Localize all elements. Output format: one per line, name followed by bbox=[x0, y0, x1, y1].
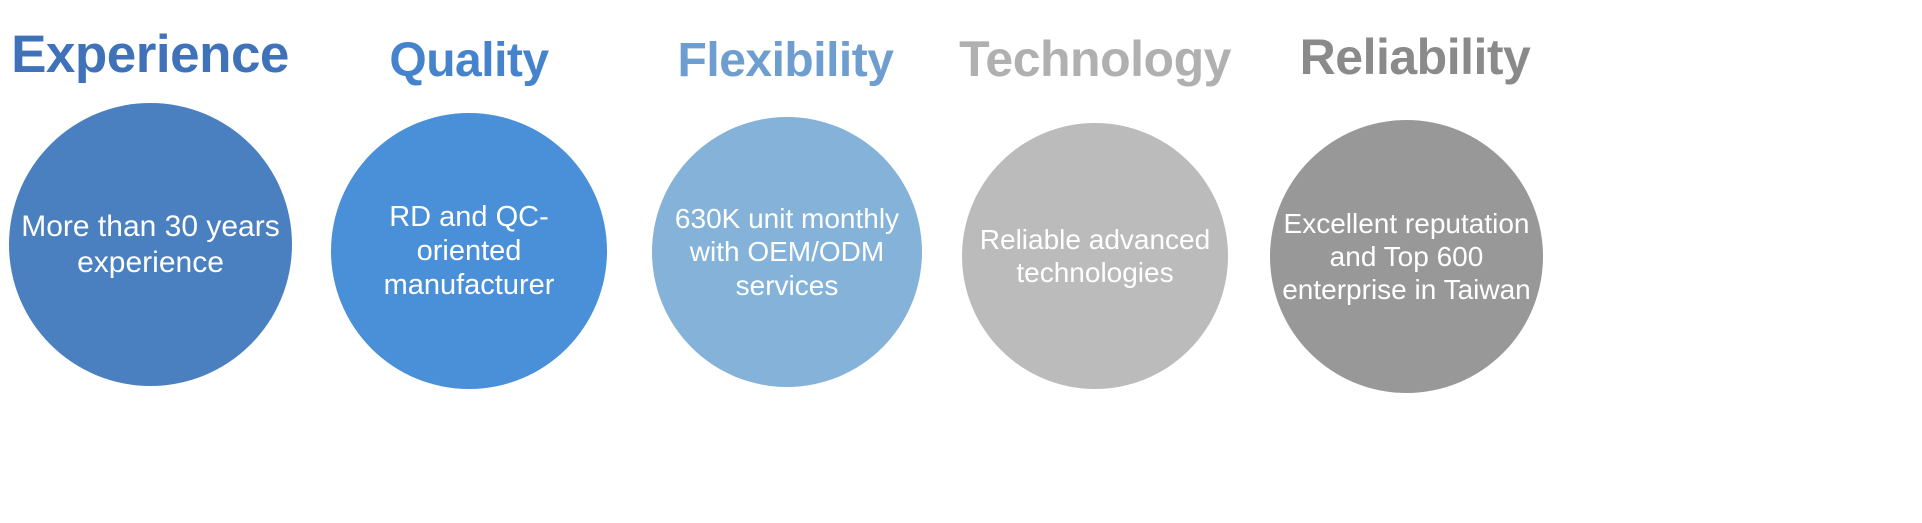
pillar-quality: Quality RD and QC-oriented manufacturer bbox=[328, 0, 610, 523]
pillar-circle-flexibility: 630K unit monthly with OEM/ODM services bbox=[652, 117, 922, 387]
pillar-caption-reliability: Excellent reputation and Top 600 enterpr… bbox=[1282, 207, 1531, 306]
pillar-circle-experience: More than 30 years experience bbox=[9, 103, 292, 386]
pillar-experience: Experience More than 30 years experience bbox=[0, 0, 300, 523]
pillar-caption-quality: RD and QC-oriented manufacturer bbox=[383, 200, 555, 302]
pillar-caption-flexibility: 630K unit monthly with OEM/ODM services bbox=[674, 203, 900, 301]
pillar-circle-reliability: Excellent reputation and Top 600 enterpr… bbox=[1270, 120, 1543, 393]
pillar-circle-quality: RD and QC-oriented manufacturer bbox=[331, 113, 607, 389]
pillar-technology: Technology Reliable advanced technologie… bbox=[955, 0, 1235, 523]
pillar-heading-experience: Experience bbox=[11, 25, 289, 84]
pillar-heading-quality: Quality bbox=[389, 34, 549, 87]
pillar-heading-reliability: Reliability bbox=[1299, 29, 1531, 85]
pillar-circle-technology: Reliable advanced technologies bbox=[962, 123, 1228, 389]
pillar-heading-technology: Technology bbox=[959, 31, 1231, 87]
pillar-flexibility: Flexibility 630K unit monthly with OEM/O… bbox=[648, 0, 923, 523]
pillar-reliability: Reliability Excellent reputation and Top… bbox=[1270, 0, 1560, 523]
pillar-caption-technology: Reliable advanced technologies bbox=[979, 223, 1211, 288]
pillar-heading-flexibility: Flexibility bbox=[677, 34, 894, 87]
pillar-caption-experience: More than 30 years experience bbox=[21, 210, 280, 279]
